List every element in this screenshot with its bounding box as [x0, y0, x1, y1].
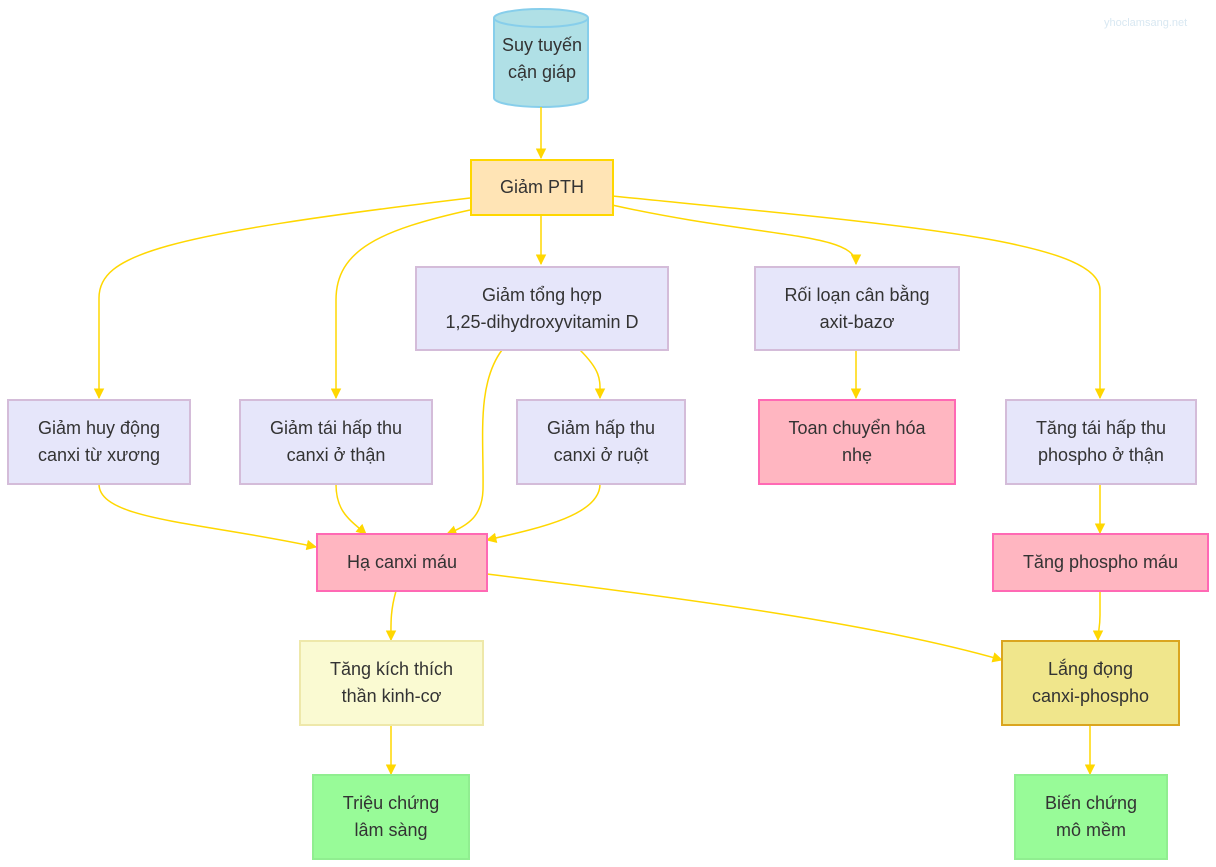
node-suy-tuyen-can-giap: Suy tuyến cận giáp [501, 35, 583, 82]
edge-vitd-to-hypocalcemia [446, 349, 503, 536]
edge-pth-to-phos-reabs [611, 195, 1106, 400]
node-lang-dong-canxi-phospho: Lắng đọng canxi-phospho [1001, 640, 1180, 726]
node-tang-kich-thich-than-kinh: Tăng kích thích thần kinh-cơ [299, 640, 484, 726]
edge-hypocalcemia-to-deposition [486, 573, 1004, 663]
edge-bone-to-hypocalcemia [98, 483, 318, 551]
edge-vitd-to-gut [579, 349, 606, 400]
node-tang-phospho-mau: Tăng phospho máu [992, 533, 1209, 592]
node-trieu-chung-lam-sang: Triệu chứng lâm sàng [312, 774, 470, 860]
node-ha-canxi-mau: Hạ canxi máu [316, 533, 488, 592]
edge-hyperphos-to-deposition [1092, 591, 1104, 642]
node-giam-tong-hop-vitamin-d: Giảm tổng hợp 1,25-dihydroxyvitamin D [415, 266, 669, 351]
node-giam-huy-dong-canxi: Giảm huy động canxi từ xương [7, 399, 191, 485]
node-toan-chuyen-hoa: Toan chuyển hóa nhẹ [758, 399, 956, 485]
watermark-text: yhoclamsang.net [1104, 17, 1188, 29]
edge-renal-to-hypocalcemia [335, 483, 367, 535]
node-tang-tai-hap-thu-phospho: Tăng tái hấp thu phospho ở thận [1005, 399, 1197, 485]
edge-pth-to-renal [330, 209, 471, 400]
edge-pth-to-bone [93, 197, 471, 400]
node-giam-hap-thu-ruot: Giảm hấp thu canxi ở ruột [516, 399, 686, 485]
edge-pth-to-acidbase [611, 204, 862, 266]
node-roi-loan-axit-bazo: Rối loạn cân bằng axit-bazơ [754, 266, 960, 351]
node-giam-pth: Giảm PTH [470, 159, 614, 216]
edge-gut-to-hypocalcemia [485, 483, 601, 544]
edge-hypocalcemia-to-neuro [385, 590, 397, 642]
node-giam-tai-hap-thu-canxi: Giảm tái hấp thu canxi ở thận [239, 399, 433, 485]
node-bien-chung-mo-mem: Biến chứng mô mềm [1014, 774, 1168, 860]
